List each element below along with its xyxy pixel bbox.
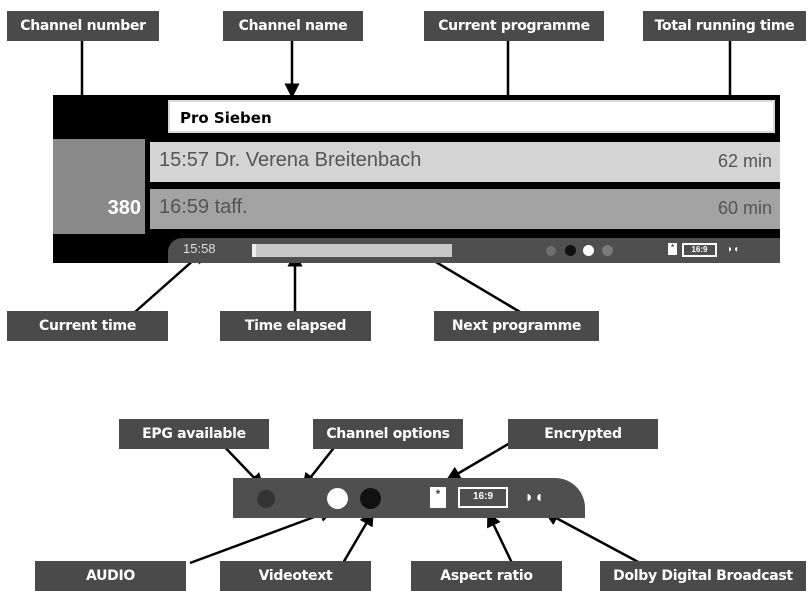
current-programme-row: 15:57 Dr. Verena Breitenbach 62 min (150, 142, 780, 182)
channel-options-icon (565, 245, 576, 256)
arrow-dolby (543, 510, 641, 565)
channel-name: Pro Sieben (180, 109, 272, 127)
next-programme-row: 16:59 taff. 60 min (150, 189, 780, 229)
label-current-time: Current time (7, 311, 168, 341)
status-icons-detail: * 16:9 ◗◖ (233, 478, 585, 518)
label-dolby-digital: Dolby Digital Broadcast (600, 561, 806, 591)
current-programme-time: 15:57 (159, 149, 210, 171)
encrypted-icon-detail: * (430, 487, 446, 508)
epg-icon-detail (257, 490, 275, 508)
channel-name-field: Pro Sieben (168, 100, 775, 133)
label-audio: AUDIO (35, 561, 186, 591)
dolby-icon: ◗◖ (726, 244, 740, 255)
next-programme-title: taff. (214, 196, 248, 218)
label-channel-name: Channel name (223, 11, 363, 41)
label-next-programme: Next programme (434, 311, 599, 341)
audio-icon (583, 245, 594, 256)
label-current-programme: Current programme (424, 11, 604, 41)
arrow-audio (189, 507, 335, 565)
label-total-running-time: Total running time (643, 11, 806, 41)
aspect-ratio-icon: 16:9 (682, 243, 717, 257)
videotext-icon-detail (360, 488, 381, 509)
status-bar: 15:58 * 16:9 ◗◖ (168, 238, 780, 263)
aspect-ratio-icon-detail: 16:9 (458, 487, 508, 508)
label-aspect-ratio: Aspect ratio (411, 561, 562, 591)
label-videotext: Videotext (220, 561, 371, 591)
label-time-elapsed: Time elapsed (220, 311, 371, 341)
next-programme-duration: 60 min (717, 198, 772, 218)
epg-icon (546, 246, 556, 256)
time-elapsed-bar (252, 244, 452, 257)
osd-infobar: 380 Pro Sieben 15:57 Dr. Verena Breitenb… (53, 95, 780, 263)
encrypted-icon: * (668, 243, 677, 255)
label-channel-number: Channel number (7, 11, 159, 41)
current-time: 15:58 (183, 241, 216, 256)
next-programme-time: 16:59 (159, 196, 210, 218)
dolby-icon-detail: ◗◖ (524, 489, 544, 506)
label-encrypted: Encrypted (508, 419, 658, 449)
arrow-aspect-ratio (486, 511, 514, 564)
videotext-icon (602, 245, 613, 256)
current-programme-duration: 62 min (717, 151, 772, 171)
arrow-videotext (341, 510, 375, 564)
channel-number: 380 (107, 197, 141, 219)
audio-icon-detail (327, 488, 348, 509)
current-programme-title: Dr. Verena Breitenbach (214, 149, 422, 171)
label-channel-options: Channel options (313, 419, 463, 449)
arrow-encrypted (445, 438, 516, 482)
time-elapsed-fill (252, 244, 256, 257)
channel-number-panel (53, 139, 145, 234)
label-epg-available: EPG available (119, 419, 269, 449)
